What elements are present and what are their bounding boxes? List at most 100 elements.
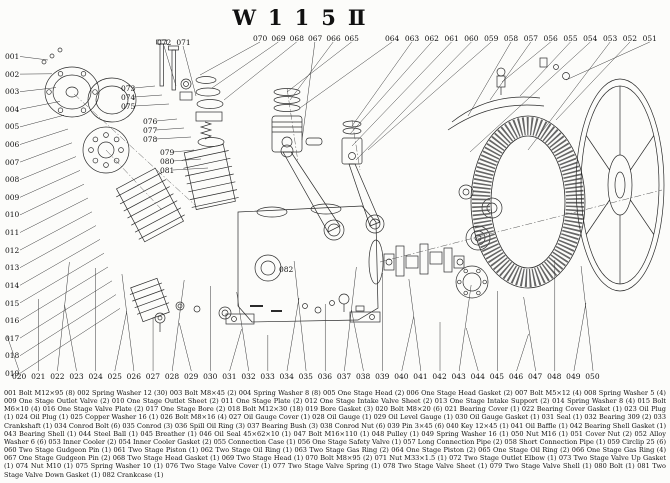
small-parts-drawing xyxy=(129,277,365,332)
part-number-065: 065 xyxy=(344,34,359,43)
part-number-005: 005 xyxy=(5,122,20,132)
part-number-012: 012 xyxy=(5,245,20,255)
part-number-082: 082 xyxy=(279,265,294,274)
part-number-057: 057 xyxy=(523,34,539,43)
valve-plate-drawing xyxy=(82,126,130,174)
part-number-003: 003 xyxy=(5,87,20,97)
part-number-024: 024 xyxy=(88,372,103,381)
part-number-067: 067 xyxy=(307,34,323,43)
part-number-046: 046 xyxy=(508,372,524,381)
part-number-058: 058 xyxy=(503,34,519,43)
part-number-072: 072 xyxy=(157,38,172,47)
flywheel-drawing xyxy=(575,78,665,292)
compressor-drawing xyxy=(6,39,665,374)
part-number-039: 039 xyxy=(375,372,390,381)
piston-one-drawing xyxy=(271,88,345,241)
part-number-016: 016 xyxy=(5,316,20,326)
part-number-036: 036 xyxy=(317,372,333,381)
part-number-009: 009 xyxy=(5,192,20,202)
parts-list: 001 Bolt M12×95 (8) 002 Spring Washer 12… xyxy=(4,389,666,479)
cylinder-one-drawing xyxy=(116,167,185,243)
part-number-069: 069 xyxy=(271,34,286,43)
part-number-063: 063 xyxy=(404,34,420,43)
part-number-044: 044 xyxy=(470,372,485,381)
part-number-015: 015 xyxy=(5,298,20,308)
part-number-075: 075 xyxy=(121,102,136,111)
part-number-002: 002 xyxy=(5,69,20,79)
part-number-054: 054 xyxy=(583,34,598,43)
inner-cooler-coil-drawing xyxy=(470,115,586,289)
part-number-027: 027 xyxy=(145,372,161,381)
part-number-011: 011 xyxy=(5,228,20,238)
part-number-026: 026 xyxy=(126,372,141,381)
part-number-010: 010 xyxy=(5,210,20,220)
part-number-014: 014 xyxy=(5,280,20,290)
axis-lines xyxy=(73,87,663,263)
part-number-001: 001 xyxy=(5,52,20,61)
part-number-068: 068 xyxy=(289,34,304,43)
part-number-007: 007 xyxy=(5,157,20,167)
part-number-077: 077 xyxy=(143,126,158,135)
part-number-035: 035 xyxy=(298,372,313,381)
part-number-080: 080 xyxy=(160,157,175,166)
part-number-025: 025 xyxy=(107,372,122,381)
part-number-078: 078 xyxy=(143,135,158,144)
part-number-018: 018 xyxy=(5,351,20,361)
part-number-032: 032 xyxy=(241,372,256,381)
part-number-013: 013 xyxy=(5,263,20,273)
part-number-004: 004 xyxy=(5,104,20,114)
head-cover-drawing xyxy=(41,47,137,123)
part-number-031: 031 xyxy=(222,372,237,381)
leader-lines xyxy=(6,41,650,374)
part-number-029: 029 xyxy=(183,372,199,381)
part-number-033: 033 xyxy=(260,372,275,381)
part-number-034: 034 xyxy=(279,372,294,381)
part-number-050: 050 xyxy=(585,372,600,381)
crankshaft-drawing xyxy=(383,243,465,277)
part-number-053: 053 xyxy=(602,34,618,43)
part-number-052: 052 xyxy=(622,34,638,43)
part-number-023: 023 xyxy=(69,372,84,381)
part-number-076: 076 xyxy=(143,117,158,126)
part-number-008: 008 xyxy=(5,175,20,185)
part-number-006: 006 xyxy=(5,140,20,150)
part-number-017: 017 xyxy=(5,333,20,343)
part-number-020: 020 xyxy=(12,372,27,381)
part-number-041: 041 xyxy=(413,372,428,381)
part-number-042: 042 xyxy=(432,372,447,381)
part-number-073: 073 xyxy=(121,84,136,93)
valve-stack-drawing xyxy=(156,39,225,147)
part-number-060: 060 xyxy=(464,34,479,43)
part-number-043: 043 xyxy=(451,372,466,381)
part-number-047: 047 xyxy=(527,372,543,381)
piston-two-drawing xyxy=(341,120,385,234)
part-number-021: 021 xyxy=(31,372,46,381)
cylinder-two-drawing xyxy=(181,144,239,210)
part-number-059: 059 xyxy=(484,34,499,43)
part-number-019: 019 xyxy=(5,368,20,378)
part-number-062: 062 xyxy=(424,34,439,43)
part-number-049: 049 xyxy=(566,372,581,381)
part-number-056: 056 xyxy=(543,34,558,43)
part-number-030: 030 xyxy=(203,372,218,381)
part-number-070: 070 xyxy=(253,34,268,43)
part-number-074: 074 xyxy=(121,93,136,102)
part-number-064: 064 xyxy=(385,34,400,43)
part-number-022: 022 xyxy=(50,372,65,381)
part-number-071: 071 xyxy=(176,38,191,47)
part-number-028: 028 xyxy=(164,372,180,381)
part-number-061: 061 xyxy=(444,34,459,43)
part-number-081: 081 xyxy=(160,166,175,175)
page-title: W115Ⅱ xyxy=(232,5,378,30)
top-label-group-1: 072 071 xyxy=(157,38,191,47)
part-number-066: 066 xyxy=(326,34,341,43)
left-label-column: 001 002 003 004 005 006 007 008 009 010 011 012 013 0… xyxy=(5,52,19,378)
part-number-079: 079 xyxy=(160,148,175,157)
part-number-038: 038 xyxy=(355,372,371,381)
part-number-051: 051 xyxy=(642,34,657,43)
